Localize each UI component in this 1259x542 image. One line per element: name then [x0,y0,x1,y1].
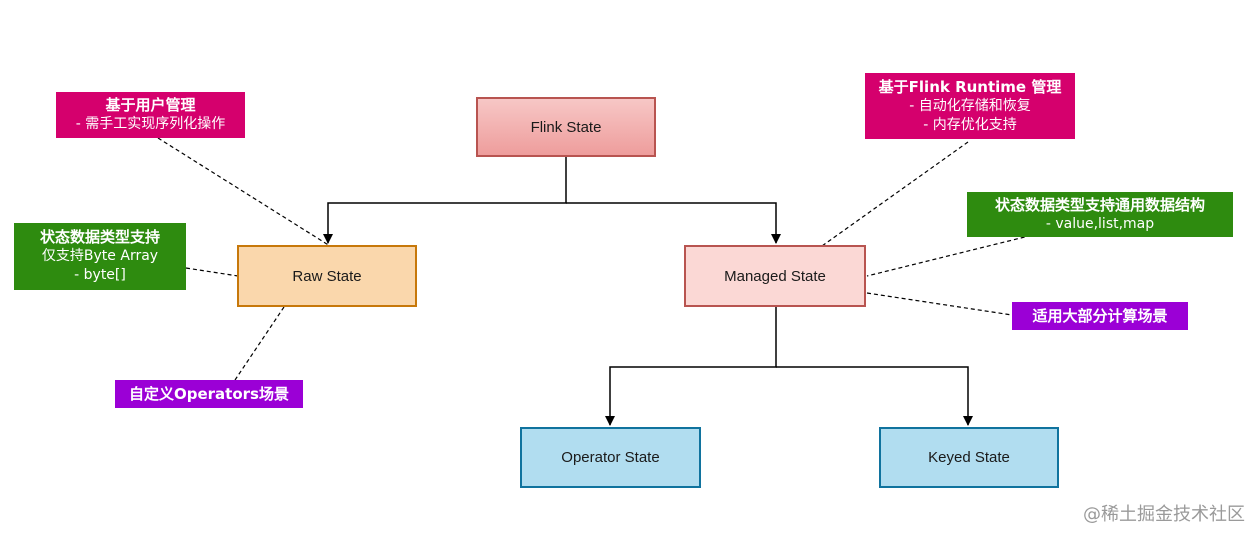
node-operator-state: Operator State [520,427,701,488]
note-raw-types-line-1: 仅支持Byte Array [41,248,159,264]
note-managed-types: 状态数据类型支持通用数据结构 - value,list,map [967,192,1233,237]
watermark: @稀土掘金技术社区 [1083,504,1245,525]
note-managed-by-line-1: - 自动化存储和恢复 [909,97,1031,114]
note-raw-managed-by-line-1: - 需手工实现序列化操作 [75,116,226,132]
edge-flink-to-raw [323,157,567,244]
node-managed-state: Managed State [684,245,866,307]
link-raw-scenario [234,306,285,381]
note-raw-scenario-title: 自定义Operators场景 [129,384,289,403]
link-managed-by [821,141,969,247]
node-raw-state: Raw State [237,245,417,307]
note-managed-scenario: 适用大部分计算场景 [1012,302,1188,330]
note-managed-by-title: 基于Flink Runtime 管理 [878,77,1062,96]
note-raw-types-line-2: - byte[] [74,267,126,283]
note-raw-types-title: 状态数据类型支持 [39,228,160,246]
note-managed-types-line-1: - value,list,map [1045,215,1155,232]
node-flink-state: Flink State [476,97,656,157]
note-raw-managed-by: 基于用户管理 - 需手工实现序列化操作 [56,92,245,138]
link-managed-types [866,231,1046,277]
link-raw-managed-by [157,137,331,247]
edge-managed-to-operator [605,307,777,426]
note-managed-by-line-2: - 内存优化支持 [923,116,1017,133]
edge-flink-to-managed [566,202,781,244]
note-managed-by: 基于Flink Runtime 管理 - 自动化存储和恢复 - 内存优化支持 [865,73,1075,139]
note-raw-types: 状态数据类型支持 仅支持Byte Array - byte[] [14,223,186,290]
node-keyed-state: Keyed State [879,427,1059,488]
note-managed-types-title: 状态数据类型支持通用数据结构 [994,195,1205,214]
note-raw-scenario: 自定义Operators场景 [115,380,303,408]
note-raw-managed-by-title: 基于用户管理 [105,96,196,114]
link-managed-scenario [866,292,1013,316]
link-raw-types [185,267,239,277]
edge-managed-to-keyed [776,366,973,426]
note-managed-scenario-title: 适用大部分计算场景 [1032,306,1168,325]
